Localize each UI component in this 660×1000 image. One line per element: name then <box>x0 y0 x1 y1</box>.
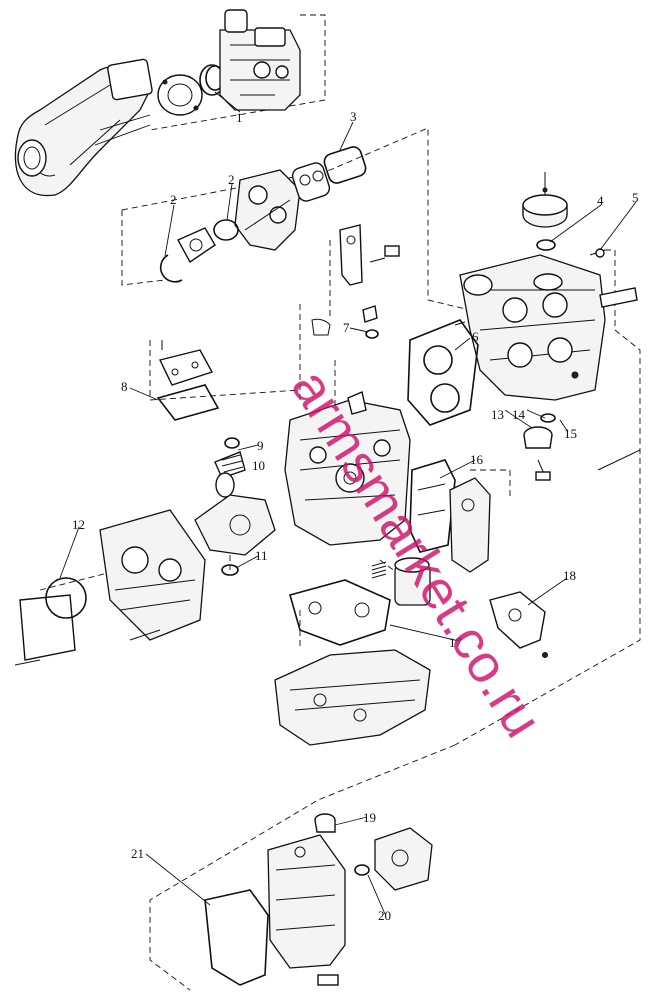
callout-2b: 2 <box>228 172 235 187</box>
callout-4: 4 <box>597 193 604 208</box>
callout-15: 15 <box>564 426 577 441</box>
callout-20: 20 <box>378 908 391 923</box>
callout-6: 6 <box>472 329 479 344</box>
callout-labels: 1 2 2 3 4 5 6 7 8 9 10 11 12 13 14 15 16… <box>72 109 639 923</box>
callout-13: 13 <box>491 407 504 422</box>
lower-case-part <box>267 834 346 986</box>
plug-7-part <box>362 305 379 339</box>
thermostat-part <box>523 413 641 481</box>
callout-21: 21 <box>131 846 144 861</box>
side-cover-part <box>449 477 491 573</box>
manifold-part <box>234 169 301 251</box>
plug-19-part <box>314 813 336 833</box>
callout-8: 8 <box>121 379 128 394</box>
gasket-21-part <box>204 889 269 986</box>
intake-housing-part <box>14 509 206 666</box>
crankshaft-part <box>194 437 276 576</box>
callout-2a: 2 <box>170 192 177 207</box>
exhaust-elbow-part <box>14 58 153 197</box>
oil-pan-gasket-17-part <box>289 579 391 646</box>
lifting-bracket-part <box>339 224 400 286</box>
callout-5: 5 <box>632 190 639 205</box>
thermostat-cover-part <box>522 172 606 258</box>
bracket-8-part <box>156 340 220 421</box>
gasket-3-part <box>291 146 367 202</box>
callout-3: 3 <box>350 109 357 124</box>
callout-7: 7 <box>343 320 350 335</box>
callout-1: 1 <box>236 110 243 125</box>
callout-10: 10 <box>252 458 265 473</box>
gasket-2-parts <box>159 219 239 283</box>
callout-14: 14 <box>512 407 526 422</box>
callout-19: 19 <box>363 810 376 825</box>
head-gasket-part <box>407 319 479 426</box>
crankcase-gasket-16-part <box>409 459 456 553</box>
callout-18: 18 <box>563 568 576 583</box>
callout-12: 12 <box>72 517 85 532</box>
cylinder-head-part <box>454 254 638 401</box>
callout-9: 9 <box>257 438 264 453</box>
pump-20-part <box>354 827 433 891</box>
water-outlet-18-part <box>489 591 548 658</box>
callout-leaders <box>59 91 637 915</box>
cylinder-block-part <box>284 318 411 546</box>
callout-16: 16 <box>470 452 484 467</box>
oil-pan-part <box>274 649 431 746</box>
upper-housing-part <box>219 9 301 111</box>
callout-11: 11 <box>255 548 268 563</box>
exhaust-flange-part <box>157 64 225 116</box>
callout-17: 17 <box>449 635 463 650</box>
oil-filter-part <box>371 557 431 606</box>
